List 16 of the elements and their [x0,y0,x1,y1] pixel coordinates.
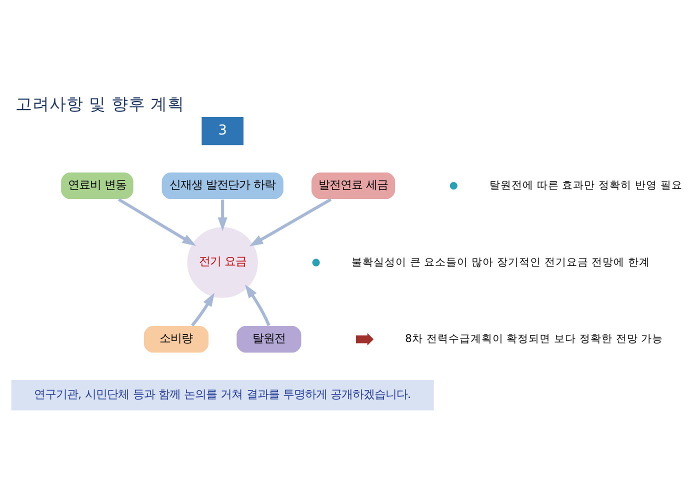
arrow [118,198,196,246]
label: 3 [218,122,227,138]
label: 연구기관, 시민단체 등과 함께 논의를 거쳐 결과를 투명하게 공개하겠습니다. [34,386,412,401]
node-box: 탈원전 [236,325,302,354]
label: 탈원전에 따른 효과만 정확히 반영 필요 [489,178,682,192]
node-box: 신재생 발전단가 하락 [161,172,284,200]
arrow [218,200,228,232]
node-box: 소비량 [143,325,210,354]
arrow [249,198,332,246]
arrow [191,292,215,326]
diagram-title: 고려사항 및 향후 계획 [16,93,185,114]
label: 불확실성이 큰 요소들이 많아 장기적인 전기요금 전망에 한계 [351,255,650,268]
node-box: 연료비 변동 [60,172,134,200]
arrow [245,284,270,326]
label: 8차 전력수급계획이 확정되면 보다 정확한 전망 가능 [405,332,664,346]
node-box: 발전연료 세금 [310,172,396,200]
